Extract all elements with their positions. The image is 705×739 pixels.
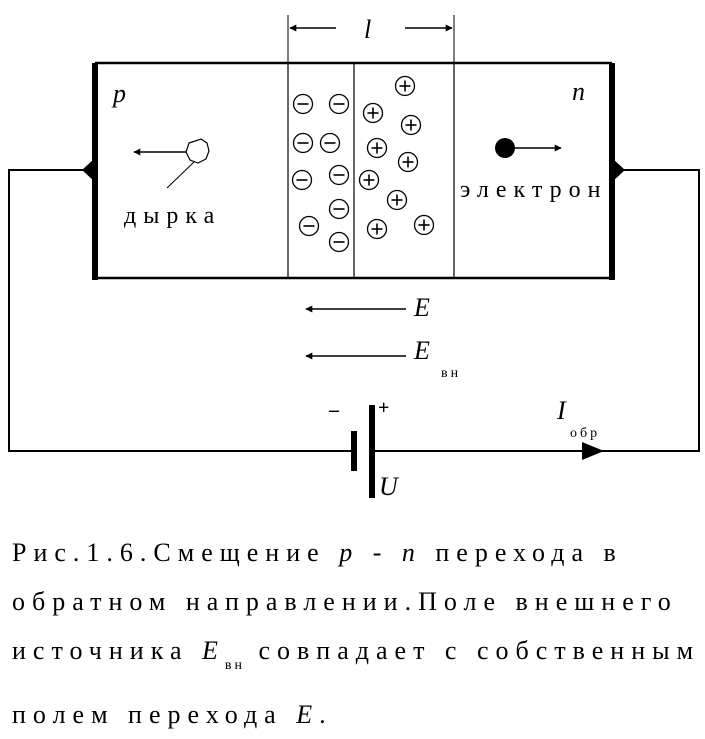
caption-text: совпадает с собственным — [244, 636, 701, 665]
wire-left — [8, 169, 355, 452]
n-region-label: n — [572, 77, 585, 106]
negative-ion-icon — [319, 132, 341, 154]
figure-caption: Рис.1.6.Смещение p - n перехода в обратн… — [12, 528, 702, 739]
caption-text: . — [319, 700, 333, 729]
hole-leader-line — [166, 161, 195, 189]
external-field-label: E — [413, 336, 430, 365]
negative-ion-icon — [298, 215, 320, 237]
caption-e-subscript: вн — [224, 658, 245, 673]
caption-line-3: источника Eвн совпадает с собственным — [12, 626, 702, 690]
external-field-subscript: вн — [441, 366, 461, 381]
current-subscript: обр — [570, 426, 600, 441]
negative-ion-icon — [292, 132, 314, 154]
electron-label: электрон — [460, 177, 607, 203]
hole-icon — [185, 138, 210, 164]
current-arrowhead — [582, 442, 604, 460]
positive-ion-icon — [362, 102, 384, 124]
negative-ion-icon — [328, 164, 350, 186]
caption-n-symbol: n — [401, 538, 422, 567]
external-field: E вн — [305, 336, 461, 381]
caption-line-2: обратном направлении.Поле внешнего — [12, 587, 678, 616]
current-label: I — [556, 396, 567, 425]
battery-plus-sign: + — [378, 397, 389, 419]
width-label: l — [364, 15, 371, 44]
caption-dash: - — [359, 538, 402, 567]
pn-junction-diagram: l p n дырка электрон E E вн – + — [8, 15, 700, 501]
caption-e-symbol: E — [296, 700, 320, 729]
internal-field-label: E — [413, 293, 430, 322]
positive-ion-icon — [413, 214, 435, 236]
negative-ion-icon — [328, 231, 350, 253]
caption-e-symbol: E — [201, 636, 225, 665]
hole-carrier: дырка — [124, 138, 221, 229]
right-contact-tab — [612, 158, 625, 182]
voltage-label: U — [379, 472, 400, 501]
negative-ion-icon — [328, 198, 350, 220]
internal-field: E — [305, 293, 430, 322]
electron-carrier: электрон — [460, 138, 607, 203]
caption-text: Рис.1.6.Смещение — [12, 538, 340, 567]
caption-text: источника — [12, 636, 202, 665]
caption-text: полем перехода — [12, 700, 297, 729]
positive-ion-icon — [366, 137, 388, 159]
battery: – + U — [328, 397, 400, 501]
caption-line-1: Рис.1.6.Смещение p - n перехода в — [12, 528, 702, 577]
battery-negative-plate — [351, 431, 357, 471]
positive-ion-icon — [358, 169, 380, 191]
negative-ion-icon — [292, 93, 314, 115]
positive-ion-icon — [400, 114, 422, 136]
positive-ions — [358, 75, 435, 240]
caption-line-4: полем перехода E. — [12, 690, 702, 739]
positive-ion-icon — [366, 218, 388, 240]
battery-minus-sign: – — [328, 399, 340, 421]
negative-ion-icon — [328, 93, 350, 115]
caption-text: перехода в — [421, 538, 623, 567]
junction-width-marker: l — [287, 15, 455, 63]
battery-positive-plate — [369, 405, 375, 498]
positive-ion-icon — [397, 151, 419, 173]
caption-p-symbol: p — [339, 538, 360, 567]
positive-ion-icon — [394, 75, 416, 97]
semiconductor-crystal — [92, 61, 615, 280]
positive-ion-icon — [386, 189, 408, 211]
left-contact-tab — [82, 158, 95, 182]
hole-label: дырка — [124, 203, 221, 229]
external-circuit — [8, 158, 700, 460]
electron-icon — [495, 138, 515, 158]
negative-ions — [291, 93, 350, 253]
wire-right — [373, 169, 700, 452]
p-region-label: p — [111, 79, 126, 108]
negative-ion-icon — [291, 169, 313, 191]
